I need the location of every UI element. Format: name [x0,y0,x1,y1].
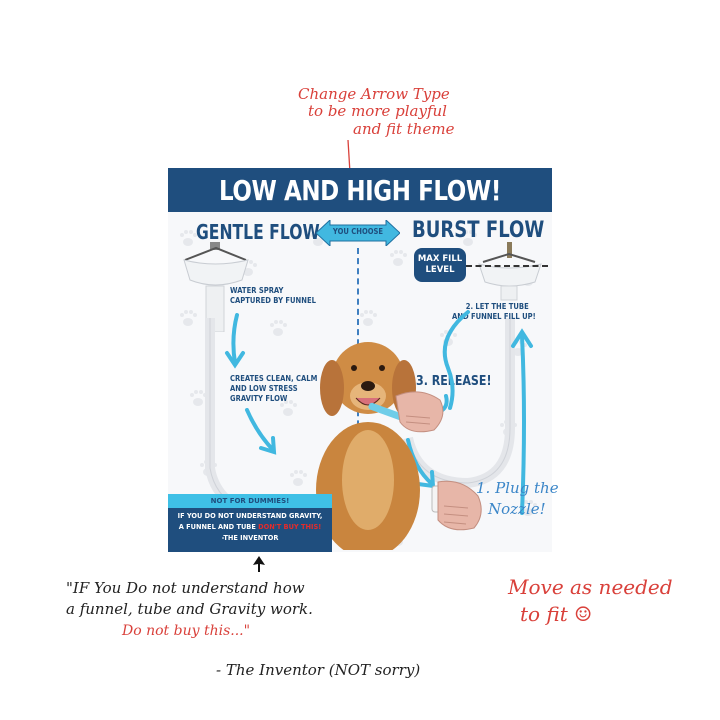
inventor-signature: - The Inventor (NOT sorry) [216,661,421,679]
max-fill-dashed-line [466,265,548,267]
text-line: WATER SPRAY [230,286,284,295]
quote-line: "IF You Do not understand how [66,579,305,597]
right-funnel-image [478,242,542,301]
gentle-flow-title: GENTLE FLOW [196,220,320,244]
you-choose-arrow: YOU CHOOSE [316,220,400,246]
quote-red-line: Do not buy this..." [122,622,251,639]
infographic-panel: LOW AND HIGH FLOW! GENTLE FLOW BURST FLO… [168,168,552,552]
warning-line: A FUNNEL AND TUBE DON'T BUY THIS! [168,522,332,533]
text-line: LEVEL [425,265,455,275]
note-line: and fit theme [353,119,455,138]
warning-text: A FUNNEL AND TUBE [178,523,256,531]
golden-retriever-image [316,342,420,550]
not-for-dummies-warning: NOT FOR DUMMIES! IF YOU DO NOT UNDERSTAN… [168,494,332,552]
note-line: 1. Plug the [476,479,559,497]
warning-line: IF YOU DO NOT UNDERSTAND GRAVITY, [177,512,323,520]
warning-body: IF YOU DO NOT UNDERSTAND GRAVITY, A FUNN… [168,508,332,552]
step-water-spray: WATER SPRAY CAPTURED BY FUNNEL [230,286,316,306]
you-choose-label: YOU CHOOSE [332,227,384,236]
note-line: Change Arrow Type [298,85,450,103]
title-banner: LOW AND HIGH FLOW! [168,168,552,212]
inventor-quote-note: "IF You Do not understand how a funnel, … [66,579,313,639]
flow-arrow-up-icon [511,328,533,515]
plug-nozzle-note: 1. Plug the Nozzle! [476,479,559,519]
text-line: CAPTURED BY FUNNEL [230,296,316,305]
text-line: AND LOW STRESS [230,384,298,393]
step-fill-up: 2. LET THE TUBE AND FUNNEL FILL UP! [452,302,536,322]
hand-plugging-nozzle-image [431,480,482,531]
double-arrow-icon [316,220,400,246]
text-line: 2. LET THE TUBE [465,302,529,311]
text-line: GRAVITY FLOW [230,394,288,403]
right-tube-image [403,318,515,489]
warning-line: -THE INVENTOR [221,534,279,542]
step-gravity-flow: CREATES CLEAN, CALM AND LOW STRESS GRAVI… [230,374,317,404]
note-line: to be more playful [308,102,447,121]
max-fill-badge: MAX FILL LEVEL [414,248,466,282]
burst-flow-title: BURST FLOW [412,218,545,243]
note-line: Nozzle! [488,500,546,519]
flow-arrow-diagonal-icon [245,408,277,455]
infographic-title: LOW AND HIGH FLOW! [219,173,501,207]
hand-holding-nozzle-image [395,391,444,433]
text-line: AND FUNNEL FILL UP! [452,312,536,321]
warning-highlight: DON'T BUY THIS! [258,523,322,531]
quote-line: a funnel, tube and Gravity work. [66,600,313,619]
arrow-type-note: Change Arrow Type to be more playful and… [298,85,455,138]
note-line: to fit ☺ [520,602,593,626]
text-line: CREATES CLEAN, CALM [230,374,318,383]
note-line: Move as needed [508,575,673,599]
flow-arrow-curve-icon [442,310,470,410]
quote-pointer-arrow-icon [253,556,265,572]
text-line: MAX FILL [417,254,463,264]
flow-arrow-down-icon [225,313,245,369]
move-as-needed-note: Move as needed to fit ☺ [508,576,673,626]
warning-header: NOT FOR DUMMIES! [168,494,332,508]
